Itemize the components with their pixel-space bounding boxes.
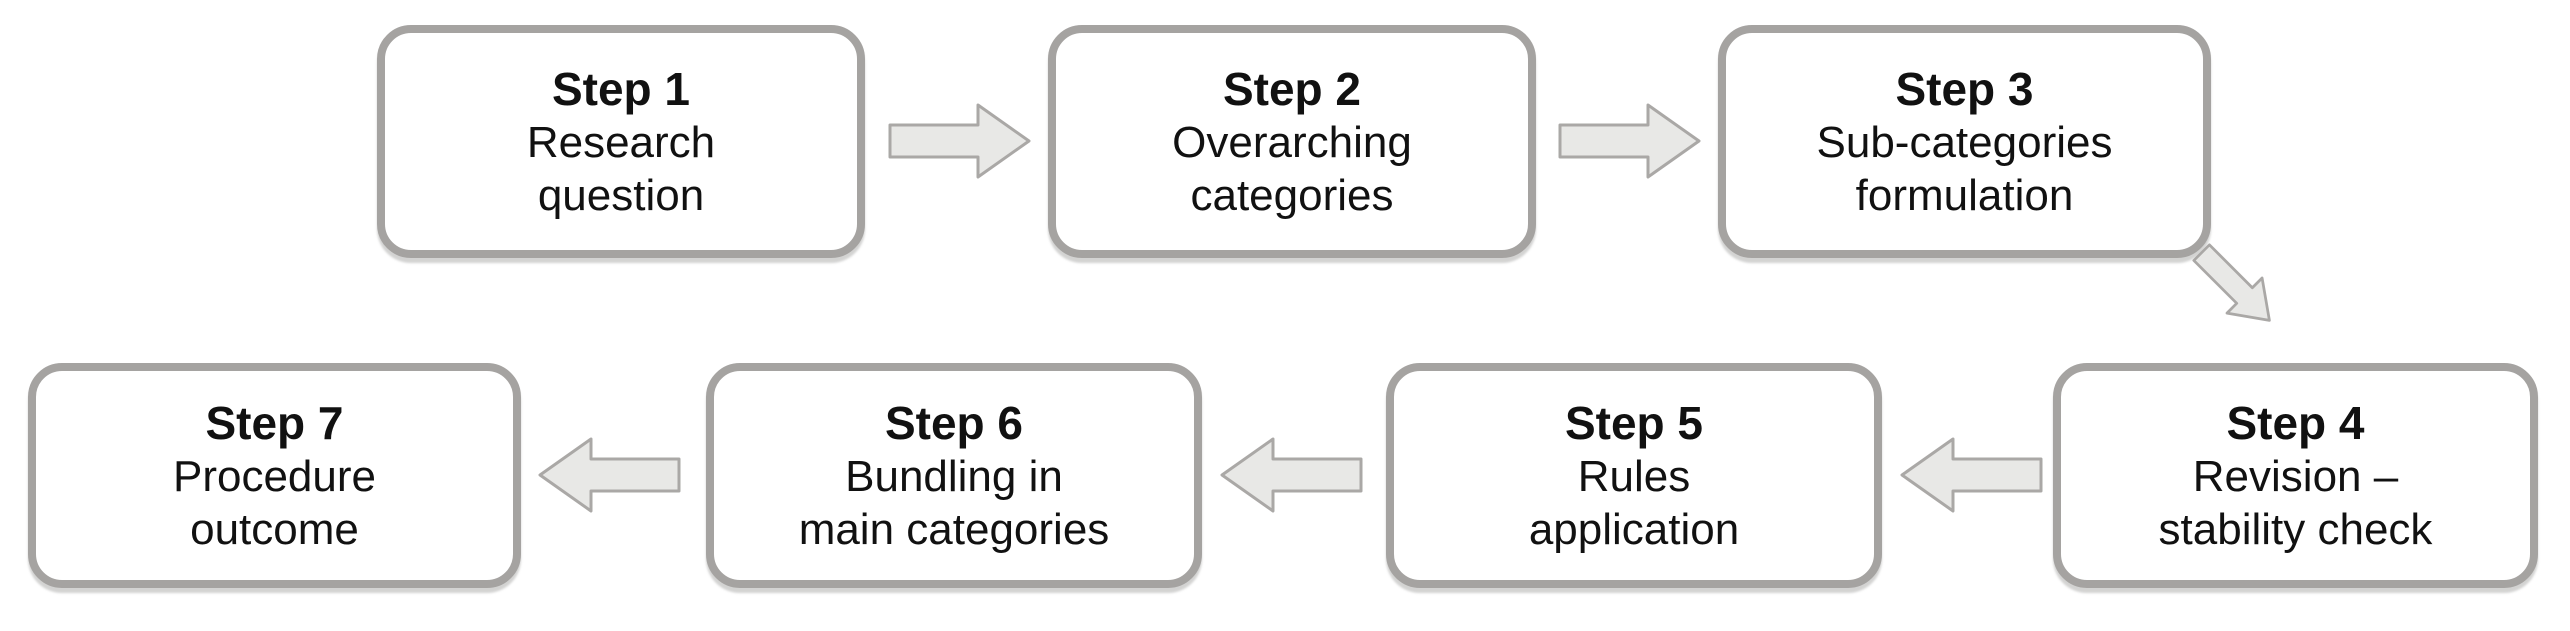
arrow-left-icon: [536, 435, 681, 520]
arrow-left-icon: [1898, 435, 2043, 520]
step-1-label: Research question: [526, 117, 716, 220]
step-1-title: Step 1: [551, 62, 691, 115]
step-2-title: Step 2: [1222, 62, 1362, 115]
step-6-label: Bundling in main categories: [798, 451, 1110, 554]
arrow-right-icon: [1558, 101, 1703, 186]
step-7-title: Step 7: [205, 396, 344, 449]
step-3-title: Step 3: [1895, 62, 2034, 115]
arrow-left-icon: [1218, 435, 1363, 520]
step-box-6: Step 6 Bundling in main categories: [706, 363, 1202, 588]
step-box-4: Step 4 Revision – stability check: [2053, 363, 2538, 588]
step-4-label: Revision – stability check: [2158, 451, 2433, 554]
step-5-label: Rules application: [1528, 451, 1740, 554]
step-box-3: Step 3 Sub-categories formulation: [1718, 25, 2211, 258]
step-4-title: Step 4: [2226, 396, 2365, 449]
step-box-5: Step 5 Rules application: [1386, 363, 1882, 588]
step-2-label: Overarching categories: [1172, 117, 1412, 220]
step-5-title: Step 5: [1564, 396, 1704, 449]
step-box-2: Step 2 Overarching categories: [1048, 25, 1536, 258]
step-box-1: Step 1 Research question: [377, 25, 865, 258]
step-6-title: Step 6: [884, 396, 1024, 449]
arrow-down-right-icon: [2186, 237, 2286, 337]
step-box-7: Step 7 Procedure outcome: [28, 363, 521, 588]
arrow-right-icon: [888, 101, 1033, 186]
step-3-label: Sub-categories formulation: [1816, 117, 2113, 220]
step-7-label: Procedure outcome: [172, 451, 376, 554]
